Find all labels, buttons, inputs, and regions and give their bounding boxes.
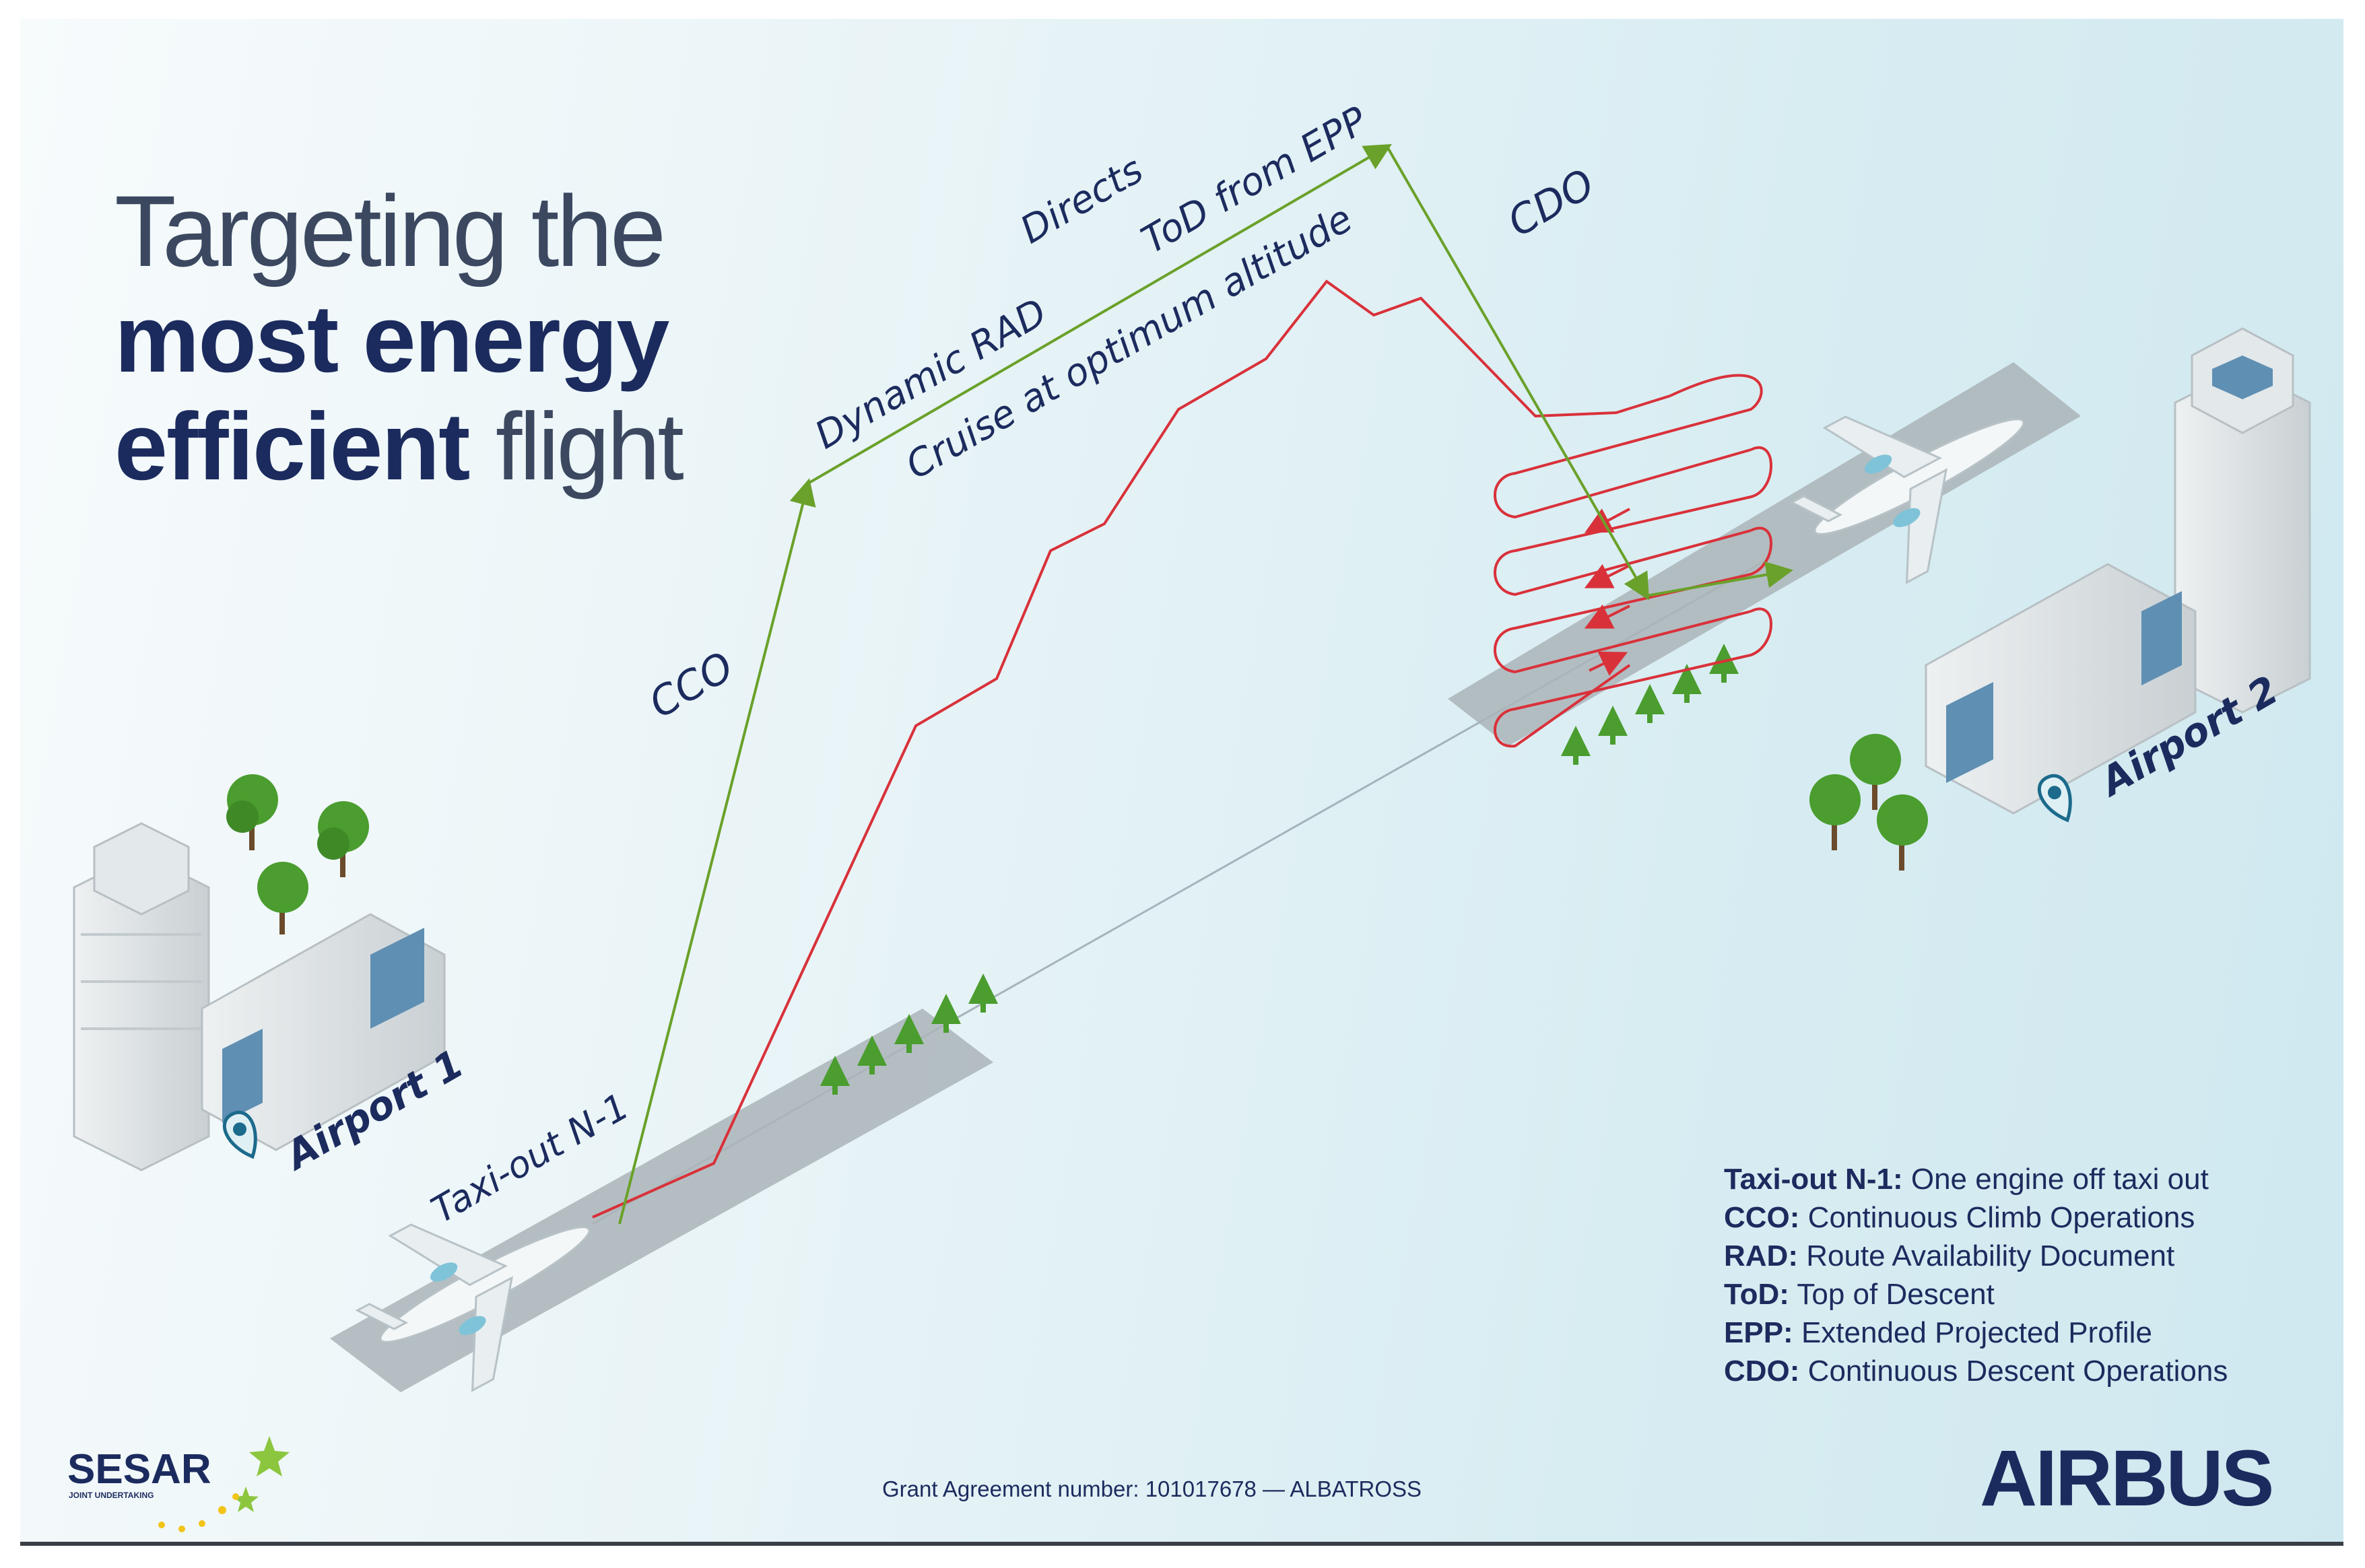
legend-text: One engine off taxi out (1910, 1163, 2209, 1196)
legend-item: ToD: Top of Descent (1724, 1275, 2228, 1314)
legend-abbr: CCO: (1724, 1201, 1800, 1234)
optimized-landing (1646, 561, 1793, 597)
holding-arrows (1584, 508, 1630, 676)
title-line-3: efficient flight (114, 399, 684, 495)
legend-text: Extended Projected Profile (1801, 1316, 2152, 1349)
legend-abbr: Taxi-out N-1: (1724, 1163, 1903, 1196)
optimized-descent (1386, 146, 1649, 601)
title-line-1: Targeting the (114, 180, 666, 281)
title-line-1-text: Targeting the (114, 174, 666, 287)
poster: Taxi-out N-1 CCO Dynamic RAD Directs ToD… (20, 19, 2343, 1546)
legend-item: Taxi-out N-1: One engine off taxi out (1724, 1160, 2228, 1198)
airport-1-trees (226, 774, 369, 934)
holding-pattern (1494, 374, 1772, 748)
title-line-2-text: most energy (114, 285, 669, 393)
sesar-logo: SESAR JOINT UNDERTAKING (67, 1436, 290, 1532)
sesar-logo-text: SESAR (67, 1446, 211, 1493)
trees-runway-2 (1561, 644, 1739, 765)
sesar-logo-subtext: JOINT UNDERTAKING (69, 1491, 154, 1500)
label-cdo: CDO (1500, 160, 1603, 246)
legend-item: CCO: Continuous Climb Operations (1724, 1198, 2228, 1237)
legend-text: Route Availability Document (1806, 1239, 2175, 1272)
legend-item: EPP: Extended Projected Profile (1724, 1314, 2228, 1352)
optimized-flight-path (618, 478, 816, 1225)
conventional-flight-path (592, 279, 1671, 1219)
airplane-1 (355, 1223, 591, 1392)
label-cco: CCO (642, 643, 741, 728)
airport-1-pin-icon (222, 1110, 257, 1159)
legend-item: CDO: Continuous Descent Operations (1724, 1352, 2228, 1390)
sesar-stars-icon (158, 1436, 290, 1532)
trees-runway-1 (820, 974, 998, 1095)
optimized-cruise (807, 143, 1392, 485)
legend-text: Continuous Climb Operations (1807, 1201, 2195, 1234)
grant-agreement: Grant Agreement number: 101017678 — ALBA… (882, 1476, 1422, 1501)
airplane-2 (1789, 415, 2025, 584)
legend-text: Continuous Descent Operations (1807, 1355, 2228, 1388)
legend-abbr: EPP: (1724, 1316, 1793, 1349)
airport-1-buildings (73, 822, 446, 1171)
legend-text: Top of Descent (1797, 1278, 1995, 1311)
legend-abbr: ToD: (1724, 1278, 1789, 1311)
legend-item: RAD: Route Availability Document (1724, 1237, 2228, 1275)
title-line-3-bold: efficient (114, 393, 470, 500)
legend-abbr: RAD: (1724, 1239, 1798, 1272)
title-line-3-light: flight (495, 393, 684, 500)
airport-2-buildings (1925, 327, 2311, 815)
legend: Taxi-out N-1: One engine off taxi out CC… (1724, 1160, 2228, 1390)
flight-diagram: Taxi-out N-1 CCO Dynamic RAD Directs ToD… (73, 98, 2311, 1392)
title-line-2: most energy (114, 292, 669, 387)
airport-2-trees (1809, 734, 1928, 871)
legend-abbr: CDO: (1724, 1355, 1800, 1388)
airport-2-pin-icon (2037, 774, 2072, 823)
airbus-logo: AIRBUS (1980, 1434, 2274, 1523)
label-directs: Directs (1013, 148, 1151, 252)
